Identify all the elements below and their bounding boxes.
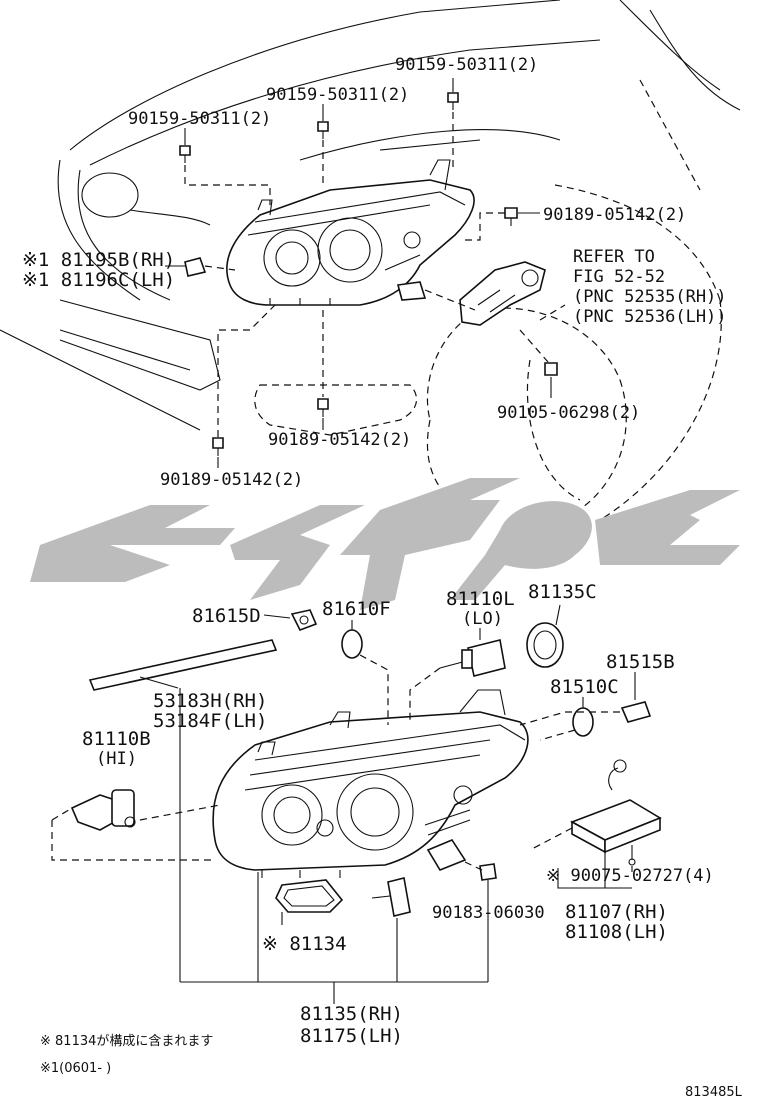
clip-icon — [212, 437, 224, 456]
callout-81510C: 81510C — [550, 676, 619, 698]
clip-icon — [504, 207, 518, 226]
callout-81134: ※ 81134 — [262, 933, 347, 955]
callout-90183-06030: 90183-06030 — [432, 903, 545, 923]
bolt-icon — [179, 145, 191, 163]
lower-leader-lines — [51, 604, 636, 1004]
headlamp-bracket-upper — [459, 261, 546, 326]
callout-81610F: 81610F — [322, 598, 391, 620]
gasket-icon — [275, 879, 344, 913]
callout-53184F: 53184F(LH) — [153, 710, 267, 732]
refer-line-2: FIG 52-52 — [573, 267, 665, 287]
bulb-cover-icon — [526, 622, 564, 668]
callout-90189-05142-left: 90189-05142(2) — [160, 470, 303, 490]
leveling-motor-icon — [371, 877, 411, 917]
watermark-logo — [30, 478, 740, 610]
callout-81108: 81108(LH) — [565, 921, 668, 943]
clip-icon — [479, 863, 497, 881]
footnotes: ※ 81134が構成に含まれます ※1(0601- ) 813485L — [40, 1033, 743, 1100]
callout-81107: 81107(RH) — [565, 901, 668, 923]
refer-line-4: (PNC 52536(LH)) — [573, 307, 727, 327]
low-beam-bulb-icon — [439, 639, 506, 677]
footnote-1: ※ 81134が構成に含まれます — [40, 1033, 213, 1049]
upper-headlamp-assembly — [226, 159, 475, 306]
vehicle-front-outline — [0, 0, 741, 521]
callout-90189-05142-center: 90189-05142(2) — [268, 430, 411, 450]
lower-labels: 81615D 81610F 81110L (LO) 81135C 81515B … — [82, 581, 714, 1047]
callout-90105-06298: 90105-06298(2) — [497, 403, 640, 423]
callout-90189-05142-right: 90189-05142(2) — [543, 205, 686, 225]
callout-81615D: 81615D — [192, 605, 261, 627]
bolt-icon — [544, 362, 558, 376]
clip-icon — [317, 398, 329, 417]
bolt-icon — [317, 121, 329, 139]
callout-81195B: ※1 81195B(RH) — [22, 249, 175, 271]
callout-81110L-sub: (LO) — [462, 609, 503, 629]
upper-leader-lines — [165, 78, 566, 468]
adjuster-strip — [88, 639, 278, 691]
callout-53183H: 53183H(RH) — [153, 690, 267, 712]
callout-81110B: 81110B — [82, 728, 151, 750]
callout-81515B: 81515B — [606, 651, 675, 673]
ballast-computer-icon — [570, 759, 662, 854]
callout-81196C: ※1 81196C(LH) — [22, 269, 175, 291]
diagram-id: 813485L — [685, 1085, 743, 1100]
lower-headlamp-assembly — [212, 689, 529, 878]
callout-90159-50311-mid: 90159-50311(2) — [266, 85, 409, 105]
callout-90075-02727: ※ 90075-02727(4) — [546, 866, 714, 886]
clearance-bulb-icon — [620, 701, 652, 723]
callout-90159-50311-left: 90159-50311(2) — [128, 109, 271, 129]
upper-labels: 90159-50311(2) 90159-50311(2) 90159-5031… — [22, 55, 727, 490]
side-bulb-icon — [341, 629, 363, 659]
refer-line-3: (PNC 52535(RH)) — [573, 287, 727, 307]
callout-81135C: 81135C — [528, 581, 597, 603]
callout-81110B-sub: (HI) — [96, 749, 137, 769]
callout-90159-50311-right: 90159-50311(2) — [395, 55, 538, 75]
refer-line-1: REFER TO — [573, 247, 655, 267]
screw-icon — [628, 845, 636, 866]
bulb-socket-icon — [290, 609, 318, 632]
callout-81135RH: 81135(RH) — [300, 1003, 403, 1025]
footnote-2: ※1(0601- ) — [40, 1061, 111, 1076]
callout-81110L: 81110L — [446, 588, 515, 610]
bolt-icon — [447, 92, 459, 110]
high-beam-bulb-icon — [70, 789, 136, 831]
callout-81175LH: 81175(LH) — [300, 1025, 403, 1047]
headlamp-bracket-small — [184, 257, 427, 301]
